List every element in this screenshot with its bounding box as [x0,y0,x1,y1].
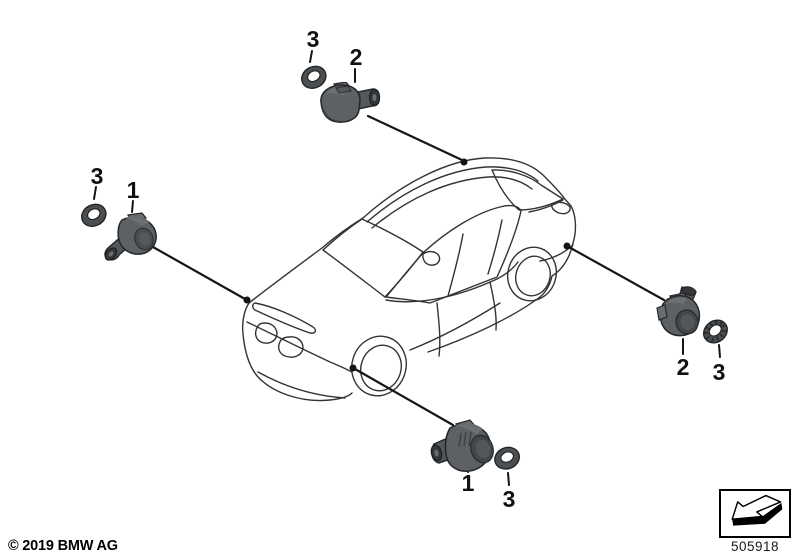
callout-2-right[interactable]: 2 [676,354,690,380]
sensor-image-bottom [430,416,498,483]
callout-2-top[interactable]: 2 [349,44,363,70]
sensor-image-top [316,81,382,131]
callout-3-right[interactable]: 3 [712,359,726,385]
o-ring-image-left [74,196,116,239]
o-ring-image-top [294,58,336,101]
callout-1-bottom[interactable]: 1 [461,470,475,496]
sensor-image-left [98,210,160,269]
copyright-notice: © 2019 BMW AG [8,538,118,554]
diagram-number: 505918 [730,539,780,554]
callout-1-left[interactable]: 1 [126,177,140,203]
callout-3-left[interactable]: 3 [90,163,104,189]
o-ring-image-bottom [488,440,528,482]
main-group-reference-box[interactable] [719,489,791,538]
o-ring-image-right [695,311,739,355]
main-group-arrow-icon [723,491,787,537]
callout-3-bottom[interactable]: 3 [502,486,516,512]
callout-3-top[interactable]: 3 [306,26,320,52]
sensor-image-right [656,284,706,347]
